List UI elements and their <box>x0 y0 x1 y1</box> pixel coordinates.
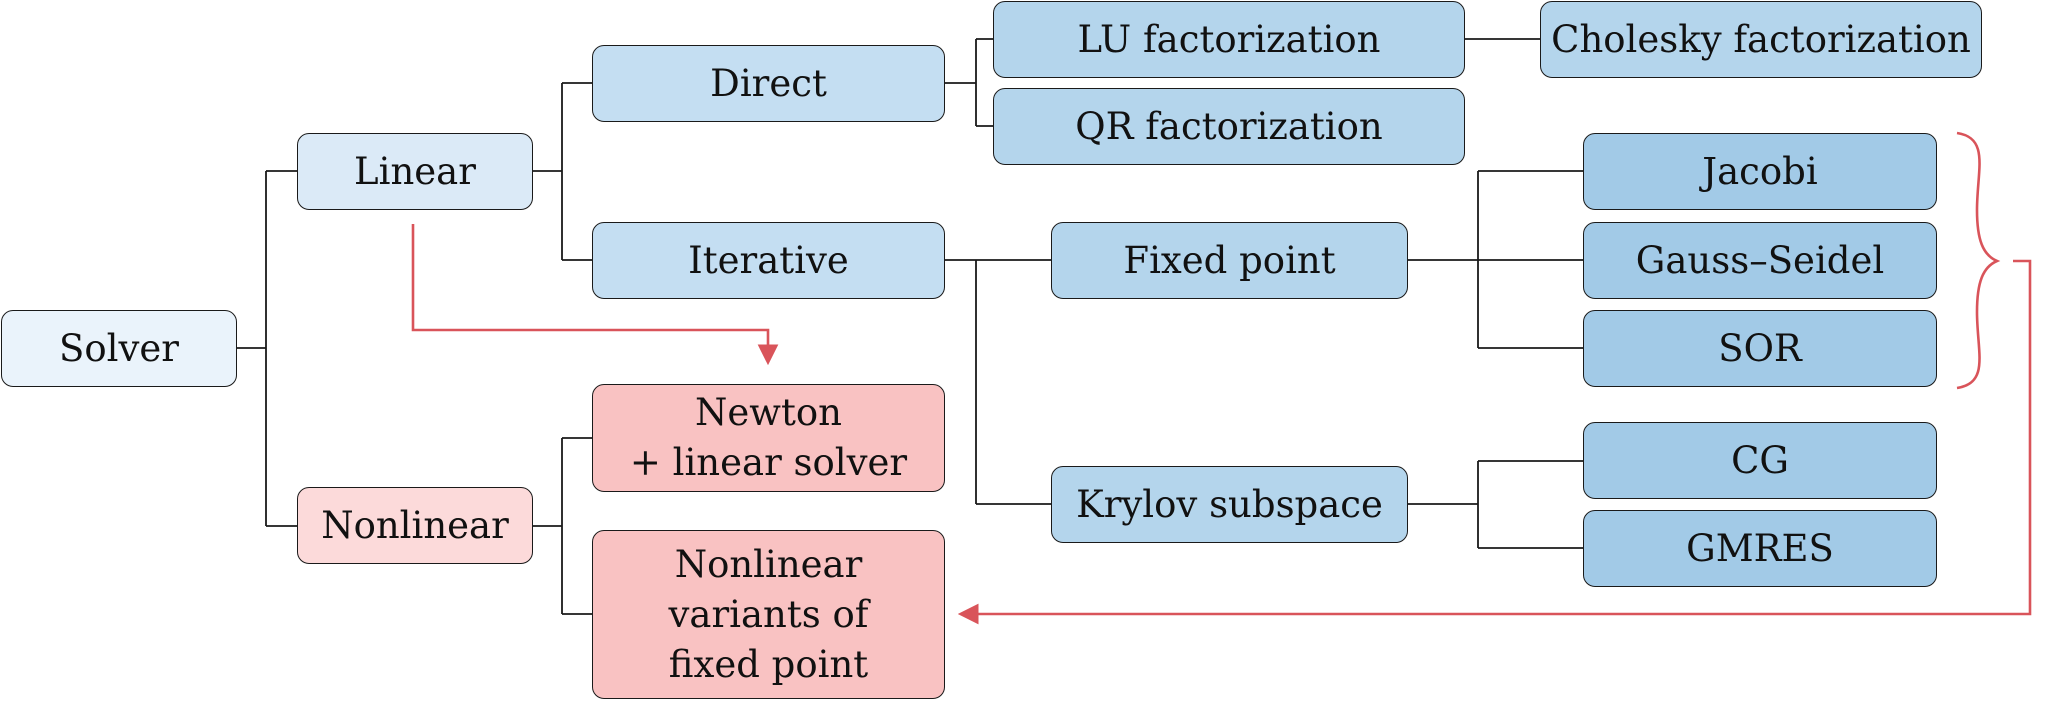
edge-linear-to-direct-iterative <box>533 82 592 261</box>
node-solver-label: Solver <box>59 326 179 370</box>
node-qr-factorization[interactable]: QR factorization <box>993 88 1465 165</box>
node-qr-factorization-label: QR factorization <box>1075 104 1383 148</box>
node-fixed-point-label: Fixed point <box>1123 238 1336 282</box>
node-jacobi[interactable]: Jacobi <box>1583 133 1937 210</box>
node-jacobi-label: Jacobi <box>1702 149 1818 193</box>
node-linear[interactable]: Linear <box>297 133 533 210</box>
node-direct-label: Direct <box>710 61 827 105</box>
node-nonlinear-fixed-point[interactable]: Nonlinear variants of fixed point <box>592 530 945 699</box>
node-lu-factorization[interactable]: LU factorization <box>993 1 1465 78</box>
node-iterative[interactable]: Iterative <box>592 222 945 299</box>
node-krylov-subspace[interactable]: Krylov subspace <box>1051 466 1408 543</box>
node-fixed-point[interactable]: Fixed point <box>1051 222 1408 299</box>
edge-direct-to-lu-qr <box>945 38 993 127</box>
node-newton-label: Newton + linear solver <box>629 391 908 484</box>
edge-nonlinear-to-children <box>533 437 592 615</box>
node-cholesky-factorization[interactable]: Cholesky factorization <box>1540 1 1982 78</box>
node-gmres[interactable]: GMRES <box>1583 510 1937 587</box>
edge-fixedpoint-to-stationary <box>1408 170 1583 349</box>
node-cg-label: CG <box>1731 438 1789 482</box>
node-krylov-subspace-label: Krylov subspace <box>1076 482 1383 526</box>
edge-iterative-to-fixedpoint-krylov <box>945 259 1051 505</box>
node-iterative-label: Iterative <box>688 238 849 282</box>
node-linear-label: Linear <box>354 149 476 193</box>
node-cg[interactable]: CG <box>1583 422 1937 499</box>
node-lu-factorization-label: LU factorization <box>1077 17 1381 61</box>
edge-solver-to-linear-nonlinear <box>237 170 297 527</box>
node-direct[interactable]: Direct <box>592 45 945 122</box>
node-newton[interactable]: Newton + linear solver <box>592 384 945 492</box>
node-solver[interactable]: Solver <box>1 310 237 387</box>
node-sor[interactable]: SOR <box>1583 310 1937 387</box>
node-nonlinear-fixed-point-label: Nonlinear variants of fixed point <box>668 542 869 686</box>
node-gmres-label: GMRES <box>1686 526 1834 570</box>
node-nonlinear-label: Nonlinear <box>321 503 509 547</box>
node-nonlinear[interactable]: Nonlinear <box>297 487 533 564</box>
brace-stationary-methods <box>1956 131 2001 390</box>
node-gauss-seidel[interactable]: Gauss–Seidel <box>1583 222 1937 299</box>
node-sor-label: SOR <box>1718 326 1802 370</box>
node-cholesky-factorization-label: Cholesky factorization <box>1551 17 1971 61</box>
node-gauss-seidel-label: Gauss–Seidel <box>1635 238 1885 282</box>
edge-krylov-to-cg-gmres <box>1408 460 1583 549</box>
